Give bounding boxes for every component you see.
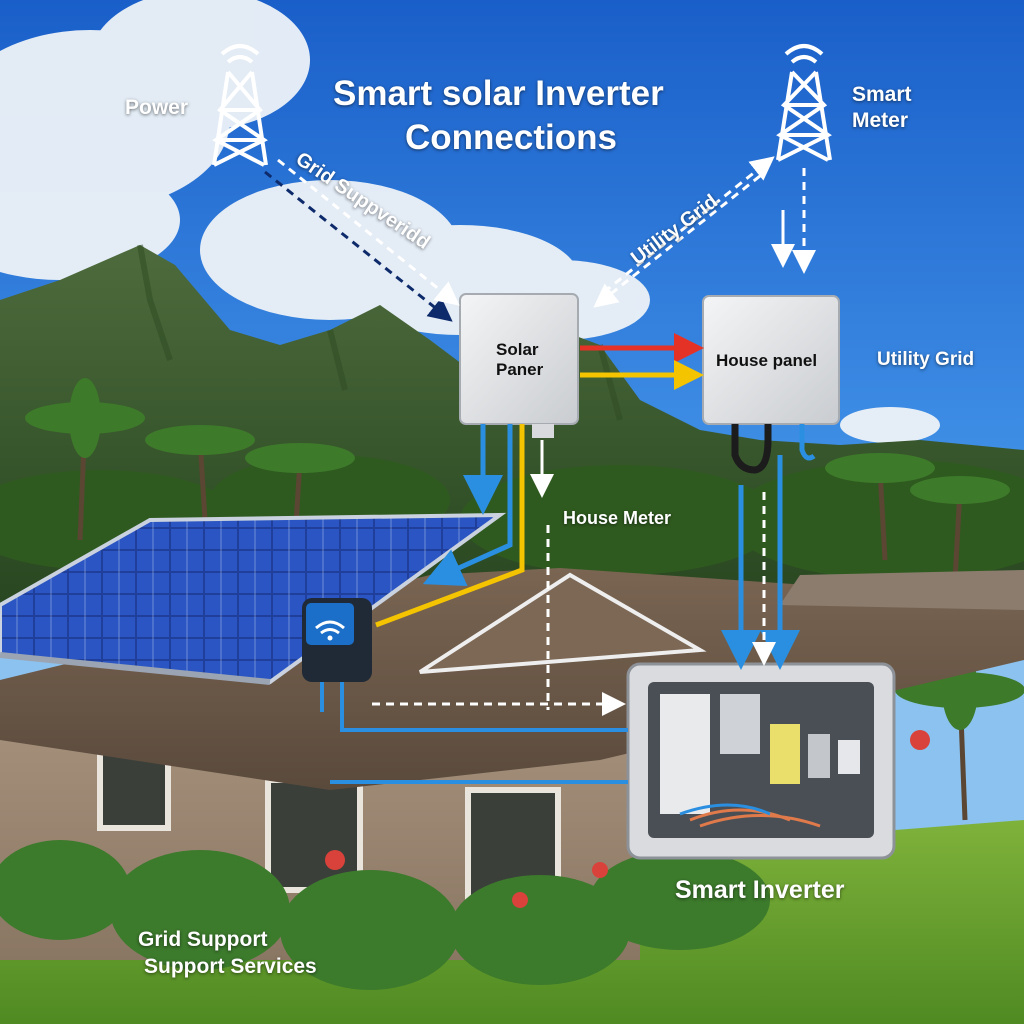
grid-support-label-1: Grid Support: [138, 928, 268, 951]
smart-inverter-box: [626, 662, 896, 860]
title-line-2: Connections: [405, 118, 617, 157]
mountain-ridges: [137, 244, 623, 421]
title-line-1: Smart solar Inverter: [333, 74, 664, 113]
smart-meter-label-2: Meter: [852, 109, 909, 132]
utility-grid-flow: [603, 156, 775, 294]
utility-grid-flow-return: [593, 174, 761, 308]
wifi-device: [302, 598, 372, 682]
grid-support-flow-white: [277, 158, 460, 306]
house-panel-label: House panel: [716, 351, 818, 370]
blue-flow-panel: [422, 424, 513, 586]
palm-fronds: [25, 378, 1024, 730]
solar-box-label-2: Paner: [496, 360, 544, 379]
house-meter-label: House Meter: [563, 508, 672, 528]
house-panel-box: [702, 295, 840, 474]
shrubs: [0, 840, 770, 990]
solar-box-label-1: Solar: [496, 340, 539, 359]
smart-meter-label-1: Smart: [852, 83, 912, 106]
yellow-flow-device: [375, 424, 525, 628]
solar-box: [459, 293, 579, 438]
grid-support-flow: [264, 170, 453, 322]
smart-inverter-label: Smart Inverter: [675, 876, 845, 904]
power-label: Power: [125, 96, 189, 119]
smart-meter-tower-icon: [776, 44, 832, 162]
power-tower-icon: [212, 44, 268, 167]
solar-panel-array: [0, 512, 507, 685]
grid-support-label-2: Support Services: [144, 955, 317, 978]
neighbor-roof: [780, 570, 1024, 610]
utility-grid-right-label: Utility Grid: [877, 349, 975, 370]
device-inverter-blue: [340, 682, 628, 732]
flowers: [325, 730, 930, 908]
roof-gable: [418, 572, 707, 674]
